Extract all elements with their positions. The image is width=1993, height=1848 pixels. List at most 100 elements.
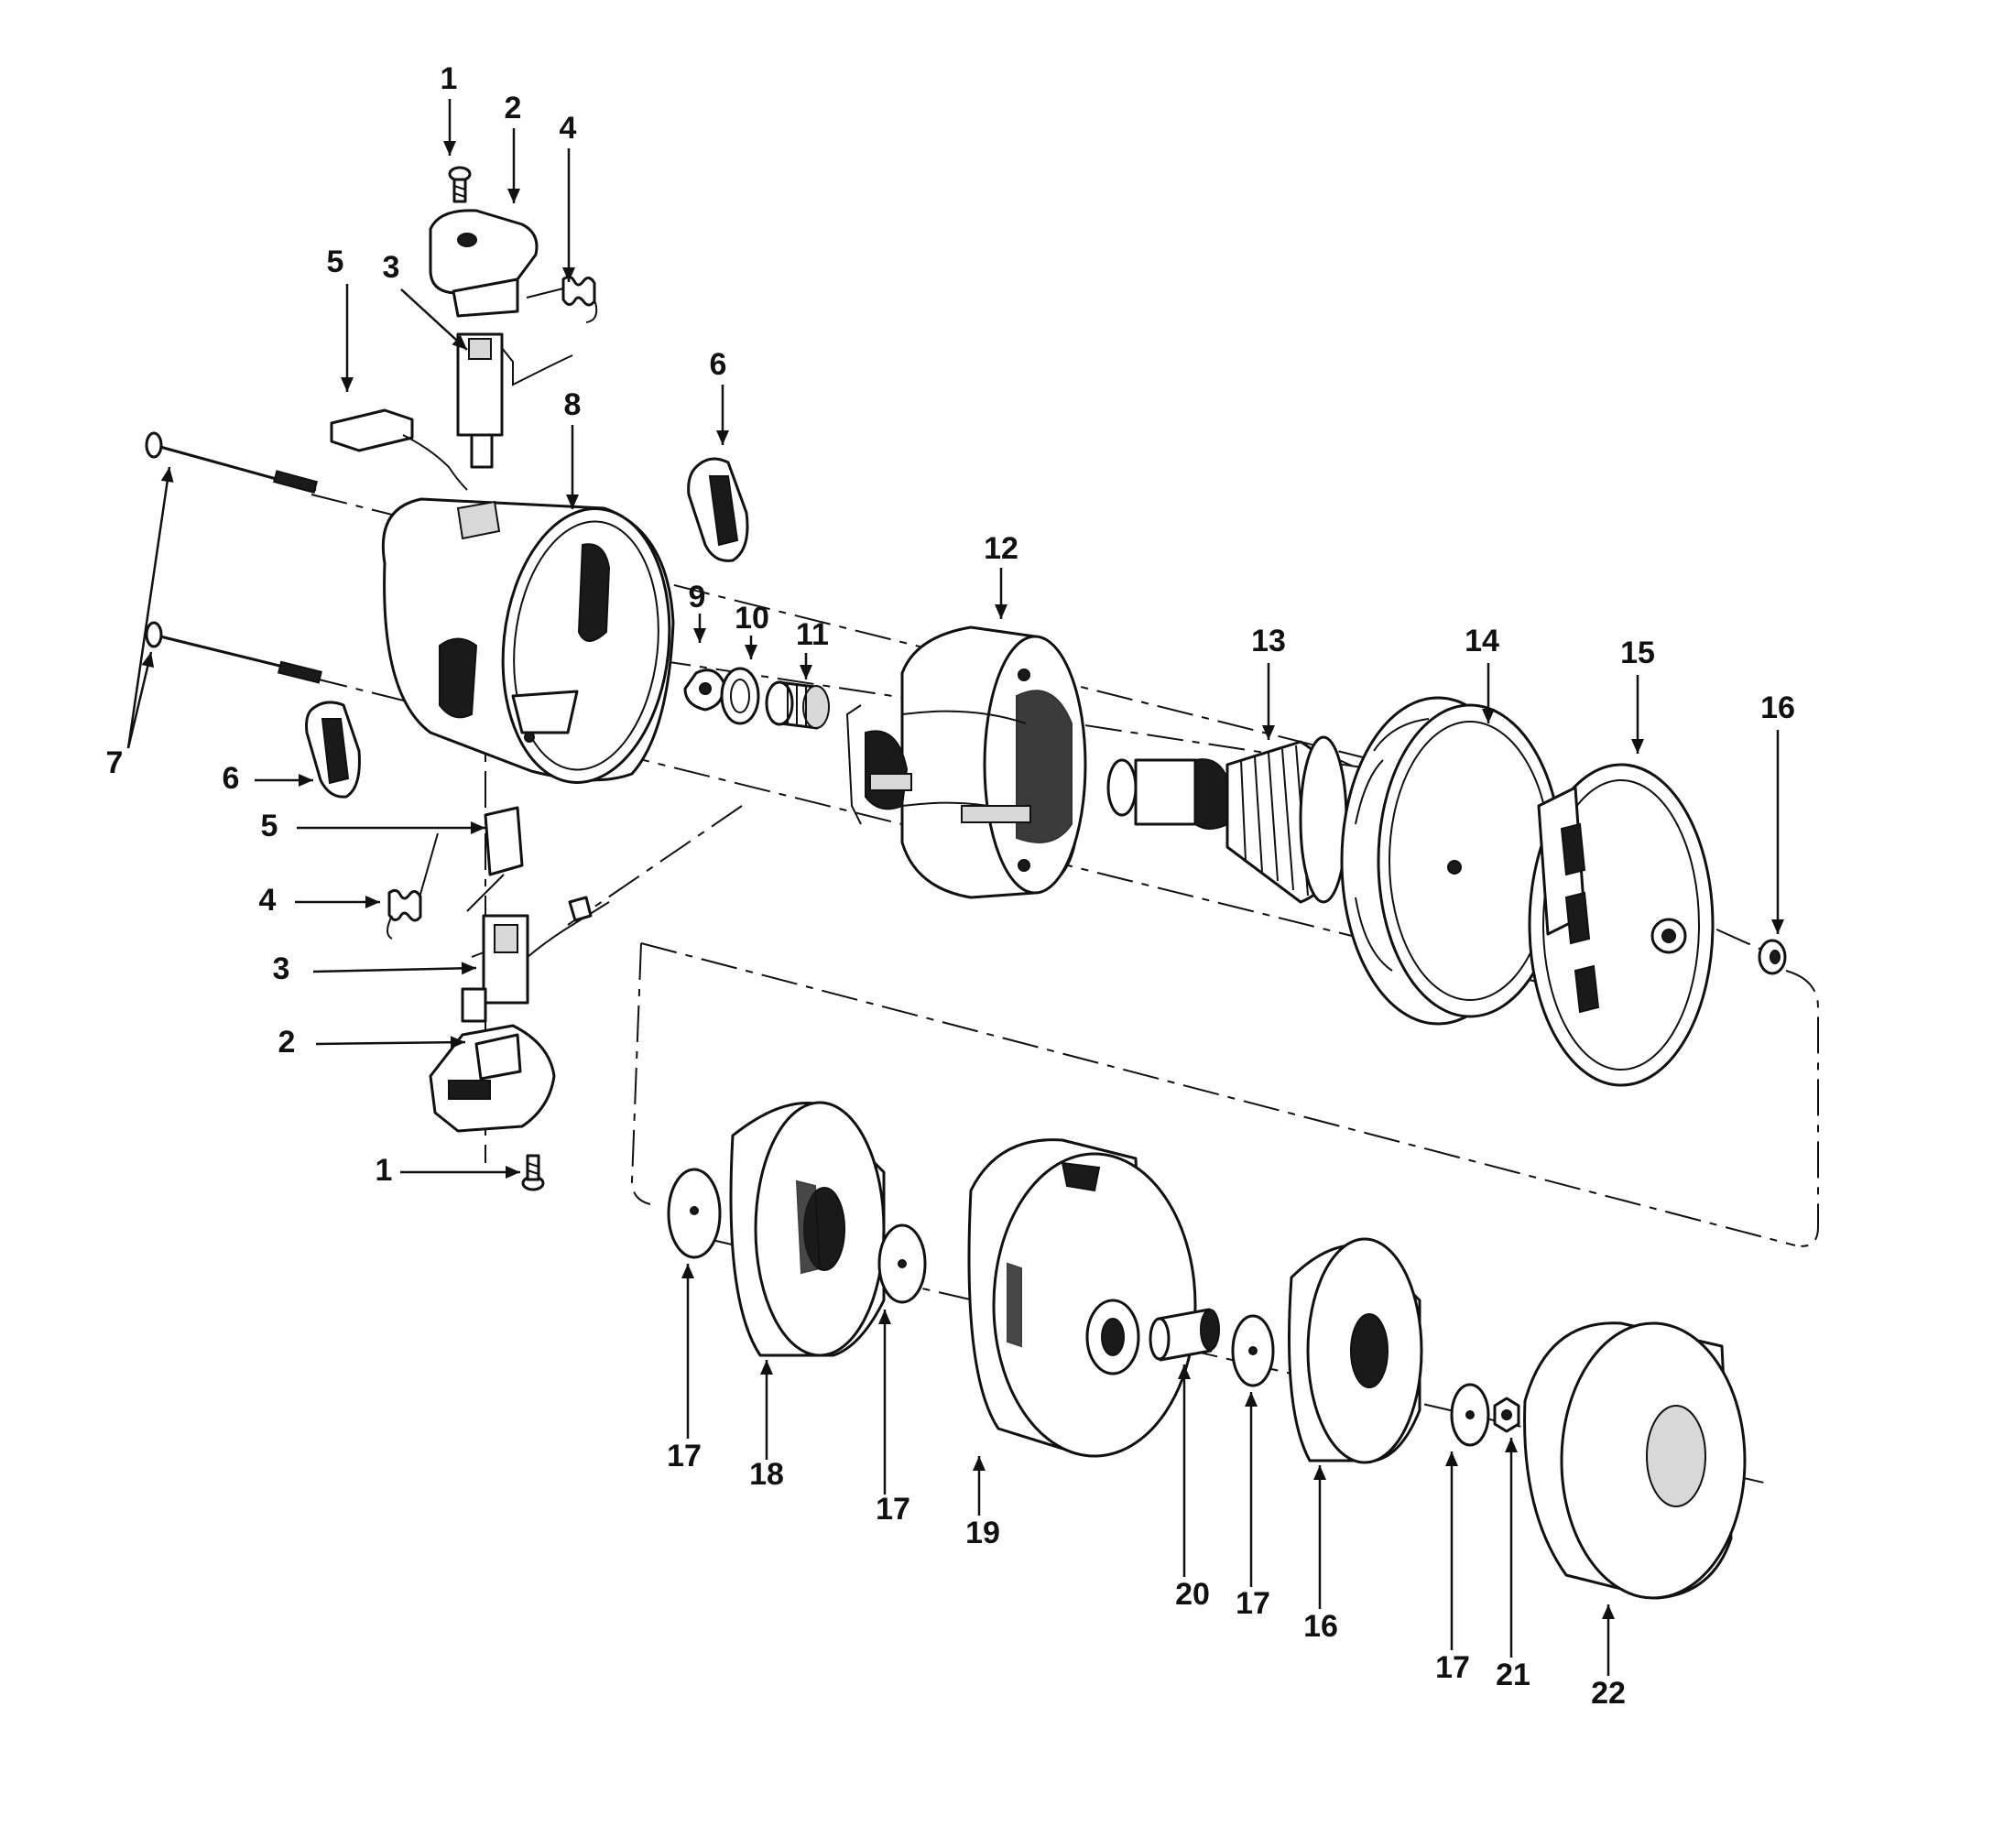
callout-4-lower: 4 (259, 883, 277, 918)
through-bolt-lower (145, 621, 322, 684)
leader-arrowhead (1631, 739, 1644, 754)
callout-5-upper: 5 (327, 245, 344, 279)
callout-10: 10 (735, 601, 769, 636)
callout-22: 22 (1591, 1676, 1626, 1711)
leader-arrowhead (800, 665, 812, 679)
leader-arrowhead (1178, 1364, 1191, 1379)
leader-arrowhead (1602, 1604, 1615, 1619)
callout-7: 7 (106, 745, 124, 780)
leader-arrowhead (443, 141, 456, 156)
brush-cap-2-lower (429, 1024, 556, 1133)
leader-arrowhead (1771, 919, 1784, 934)
callout-17-third: 17 (1236, 1586, 1270, 1621)
leader-arrowhead (141, 652, 155, 669)
leader-line (315, 1040, 466, 1046)
leader-arrowhead (299, 774, 313, 787)
fan-assembly (667, 1101, 1747, 1600)
callout-20: 20 (1175, 1577, 1210, 1612)
end-bracket-14 (1340, 696, 1563, 1026)
callout-21: 21 (1496, 1658, 1530, 1692)
screw-1-lower (521, 1154, 545, 1191)
callout-13: 13 (1251, 624, 1286, 658)
brush-holder-3-upper (456, 332, 573, 469)
callout-17-second: 17 (876, 1492, 910, 1527)
spacer-20 (1149, 1308, 1220, 1362)
leader-arrowhead (681, 1264, 694, 1278)
bearing-11 (765, 680, 830, 730)
spring-4-lower (387, 832, 439, 940)
leader-arrowhead (973, 1456, 986, 1471)
leader-arrowhead (365, 896, 380, 908)
leader-arrowhead (507, 189, 520, 203)
leader-line (312, 966, 477, 973)
callout-9: 9 (689, 580, 706, 614)
leader-line (126, 651, 153, 749)
callout-17-fourth: 17 (1435, 1650, 1470, 1685)
callout-3-upper: 3 (383, 250, 400, 285)
through-bolt-upper (145, 431, 318, 494)
nut-21 (1493, 1397, 1520, 1433)
brush-cap-2-upper (429, 209, 539, 318)
fan-16-lower (1288, 1237, 1423, 1464)
leader-arrowhead (566, 495, 579, 509)
fan-18 (729, 1101, 886, 1357)
callout-5-lower: 5 (261, 809, 278, 843)
washer-17-third (1231, 1314, 1275, 1387)
callout-6-lower: 6 (223, 761, 240, 796)
callout-14: 14 (1465, 624, 1499, 658)
carbon-brush-5-upper (330, 408, 468, 491)
brush-holder-3-lower (461, 896, 610, 1023)
leader-arrowhead (878, 1310, 891, 1324)
callout-2-upper: 2 (505, 91, 522, 125)
leader-arrowhead (1313, 1465, 1326, 1480)
fan-cover-22 (1523, 1321, 1747, 1600)
leader-arrowhead (1245, 1392, 1258, 1407)
field-stator-12 (845, 625, 1087, 899)
callout-18: 18 (749, 1457, 784, 1492)
leader-arrowhead (760, 1360, 773, 1375)
leader-arrowhead (1445, 1451, 1458, 1466)
leader-arrowhead (506, 1166, 520, 1179)
callout-11: 11 (796, 617, 829, 652)
brush-retainer-6-lower (305, 701, 361, 799)
callout-15: 15 (1620, 636, 1655, 670)
leader-arrowhead (461, 962, 476, 975)
leader-line (126, 466, 171, 749)
washer-17-fourth (1450, 1383, 1490, 1447)
carbon-brush-5-lower (466, 806, 524, 912)
leader-line (400, 288, 468, 351)
leader-arrowhead (450, 1036, 465, 1049)
callout-19: 19 (965, 1516, 1000, 1550)
retaining-clip-9 (683, 669, 725, 712)
callout-labels: 1 2 4 5 3 8 6 7 6 5 4 3 2 1 9 10 11 12 1… (106, 61, 1795, 1711)
callout-8: 8 (564, 387, 582, 422)
callout-6-upper: 6 (710, 347, 727, 382)
callout-16-lower: 16 (1303, 1609, 1338, 1644)
callout-17-first: 17 (667, 1439, 702, 1473)
leader-arrowhead (471, 821, 485, 834)
callout-2-lower: 2 (278, 1025, 296, 1060)
leader-arrowhead (452, 335, 467, 350)
leader-arrowhead (160, 467, 174, 483)
leader-arrowhead (1505, 1438, 1518, 1452)
bushing-16-upper (1758, 939, 1787, 975)
callout-16-upper: 16 (1760, 690, 1795, 725)
screw-1-upper (448, 166, 472, 203)
leader-arrowhead (716, 430, 729, 445)
callout-12: 12 (984, 531, 1018, 566)
leader-arrowhead (1262, 725, 1275, 740)
spring-4-upper (526, 275, 598, 323)
leader-arrowhead (745, 645, 757, 659)
motor-housing-8 (381, 497, 675, 784)
callout-1-lower: 1 (376, 1153, 393, 1188)
upper-brush-assembly (330, 166, 598, 491)
leader-arrowhead (562, 267, 575, 282)
leader-arrowhead (1482, 709, 1495, 723)
leader-arrowhead (341, 377, 354, 392)
callout-4-upper: 4 (560, 111, 577, 146)
end-bell-15 (1528, 763, 1715, 1087)
callout-1-upper: 1 (441, 61, 458, 96)
washer-17-second (877, 1223, 927, 1304)
through-bolts-7 (145, 431, 322, 684)
